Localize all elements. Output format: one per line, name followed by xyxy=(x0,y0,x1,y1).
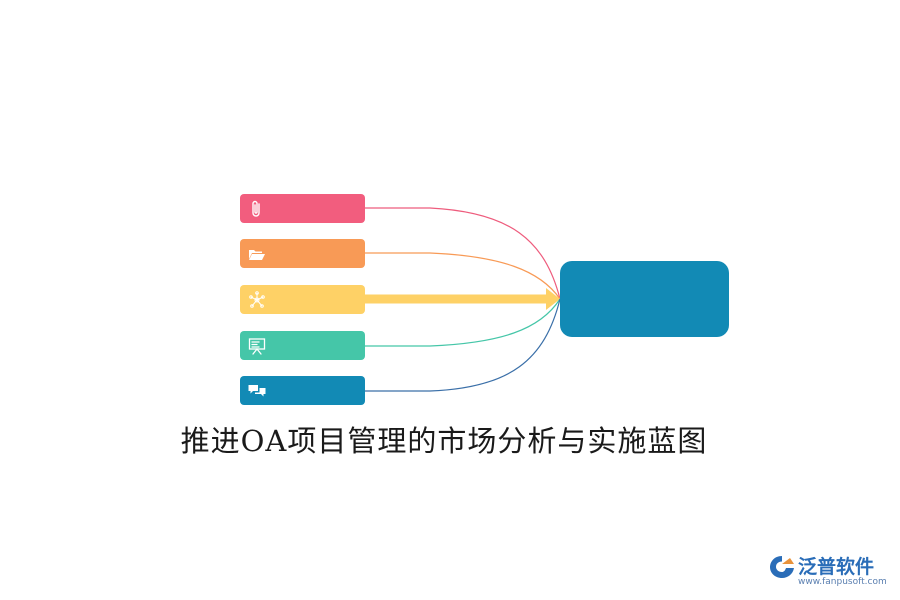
branch-node-5 xyxy=(240,376,365,405)
brand-name: 泛普软件 xyxy=(798,556,875,578)
connector-4 xyxy=(365,298,561,347)
central-node xyxy=(560,261,729,337)
branch-node-2 xyxy=(240,239,365,268)
presentation-icon xyxy=(248,338,266,355)
fanpu-logo-icon xyxy=(770,556,794,578)
diagram-title: 推进OA项目管理的市场分析与实施蓝图 xyxy=(180,424,708,458)
branch-node-3 xyxy=(240,285,365,314)
paperclip-icon xyxy=(252,200,260,217)
branch-node-4 xyxy=(240,331,365,360)
network-icon xyxy=(249,291,265,308)
branch-node-1 xyxy=(240,194,365,223)
brand-url: www.fanpusoft.com xyxy=(798,577,887,587)
folder-icon xyxy=(249,250,265,260)
brand-watermark: 泛普软件 www.fanpusoft.com xyxy=(768,552,892,592)
connector-3-arrowhead xyxy=(546,288,560,310)
chat-icon xyxy=(248,385,266,397)
connector-5 xyxy=(365,298,561,392)
connector-1 xyxy=(365,207,561,300)
connector-2 xyxy=(365,252,561,300)
